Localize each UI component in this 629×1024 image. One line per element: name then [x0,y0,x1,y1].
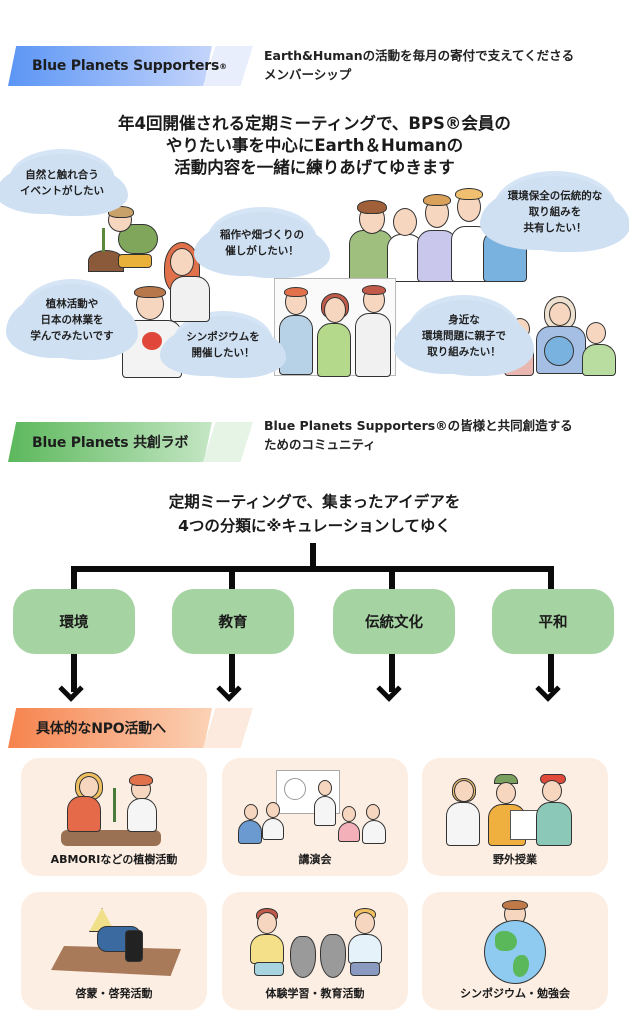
pointing-woman-illustration [164,242,220,322]
activity-card-lecture: 講演会 [222,758,408,876]
branch-drop-1 [71,566,77,590]
activity-card-experiential-learning: 体験学習・教育活動 [222,892,408,1010]
arrow-shaft-4 [548,654,554,692]
idea-cloud-symposium: シンポジウムを開催したい！ [170,316,276,374]
presenters-illustration [274,278,396,377]
rice-planting-illustration [21,900,207,984]
bps-description: Earth&Humanの活動を毎月の寄付で支えてくださる メンバーシップ [264,48,575,82]
bps-banner-label: Blue Planets Supporters [32,58,220,74]
idea-cloud-traditional-conservation: 環境保全の伝統的な取り組みを共有したい！ [490,176,620,248]
colab-banner: Blue Planets 共創ラボ [8,422,253,462]
activity-caption: 啓蒙・啓発活動 [75,987,153,1000]
activity-caption: ABMORIなどの植樹活動 [50,853,178,866]
branch-drop-2 [229,566,235,590]
idea-cloud-family-environment: 身近な環境問題に親子で取り組みたい！ [404,300,524,372]
idea-cloud-forestry: 植林活動や日本の林業を学んでみたいです [16,284,128,356]
arrow-shaft-2 [229,654,235,692]
lecture-illustration [222,766,408,850]
activity-caption: 野外授業 [493,853,537,866]
ideas-illustration: 自然と触れ合うイベントがしたい 稲作や畑づくりの催しがしたい！ 環境保全の伝統的… [0,150,629,380]
down-arrow-icon [376,676,402,702]
colab-description: Blue Planets Supporters®の皆様と共同創造する ためのコミ… [264,418,573,452]
activity-caption: シンポジウム・勉強会 [460,987,570,1000]
bps-headline: 年4回開催される定期ミーティングで、BPS®会員の やりたい事を中心にEarth… [118,114,511,177]
down-arrow-icon [535,676,561,702]
activity-caption: 講演会 [298,853,332,866]
globe-illustration [422,900,608,984]
colab-banner-label: Blue Planets 共創ラボ [32,435,189,451]
branch-drop-4 [548,566,554,590]
branch-drop-3 [389,566,395,590]
down-arrow-icon [216,676,242,702]
category-peace: 平和 [492,589,614,654]
activity-card-tree-planting: ABMORIなどの植樹活動 [21,758,207,876]
category-environment: 環境 [13,589,135,654]
planting-person-illustration [88,206,168,278]
idea-cloud-nature-event: 自然と触れ合うイベントがしたい [6,154,118,212]
category-traditional-culture: 伝統文化 [333,589,455,654]
arrow-shaft-3 [389,654,395,692]
down-arrow-icon [58,676,84,702]
idea-cloud-rice-farming: 稲作や畑づくりの催しがしたい！ [204,212,320,274]
cleanup-illustration [222,900,408,984]
npo-banner: 具体的なNPO活動へ [8,708,253,748]
outdoor-class-illustration [422,766,608,850]
tree-branch-line [71,566,554,572]
category-education: 教育 [172,589,294,654]
activity-card-awareness: 啓蒙・啓発活動 [21,892,207,1010]
arrow-shaft-1 [71,654,77,692]
npo-banner-label: 具体的なNPO活動へ [36,721,166,737]
bps-banner: Blue Planets Supporters® [8,46,253,86]
colab-headline: 定期ミーティングで、集まったアイデアを 4つの分類に※キュレーションしてゆく [168,493,461,535]
activity-card-symposium: シンポジウム・勉強会 [422,892,608,1010]
activity-card-outdoor-class: 野外授業 [422,758,608,876]
tree-planting-illustration [21,766,207,850]
tree-trunk-line [310,543,316,569]
activity-caption: 体験学習・教育活動 [265,987,365,1000]
